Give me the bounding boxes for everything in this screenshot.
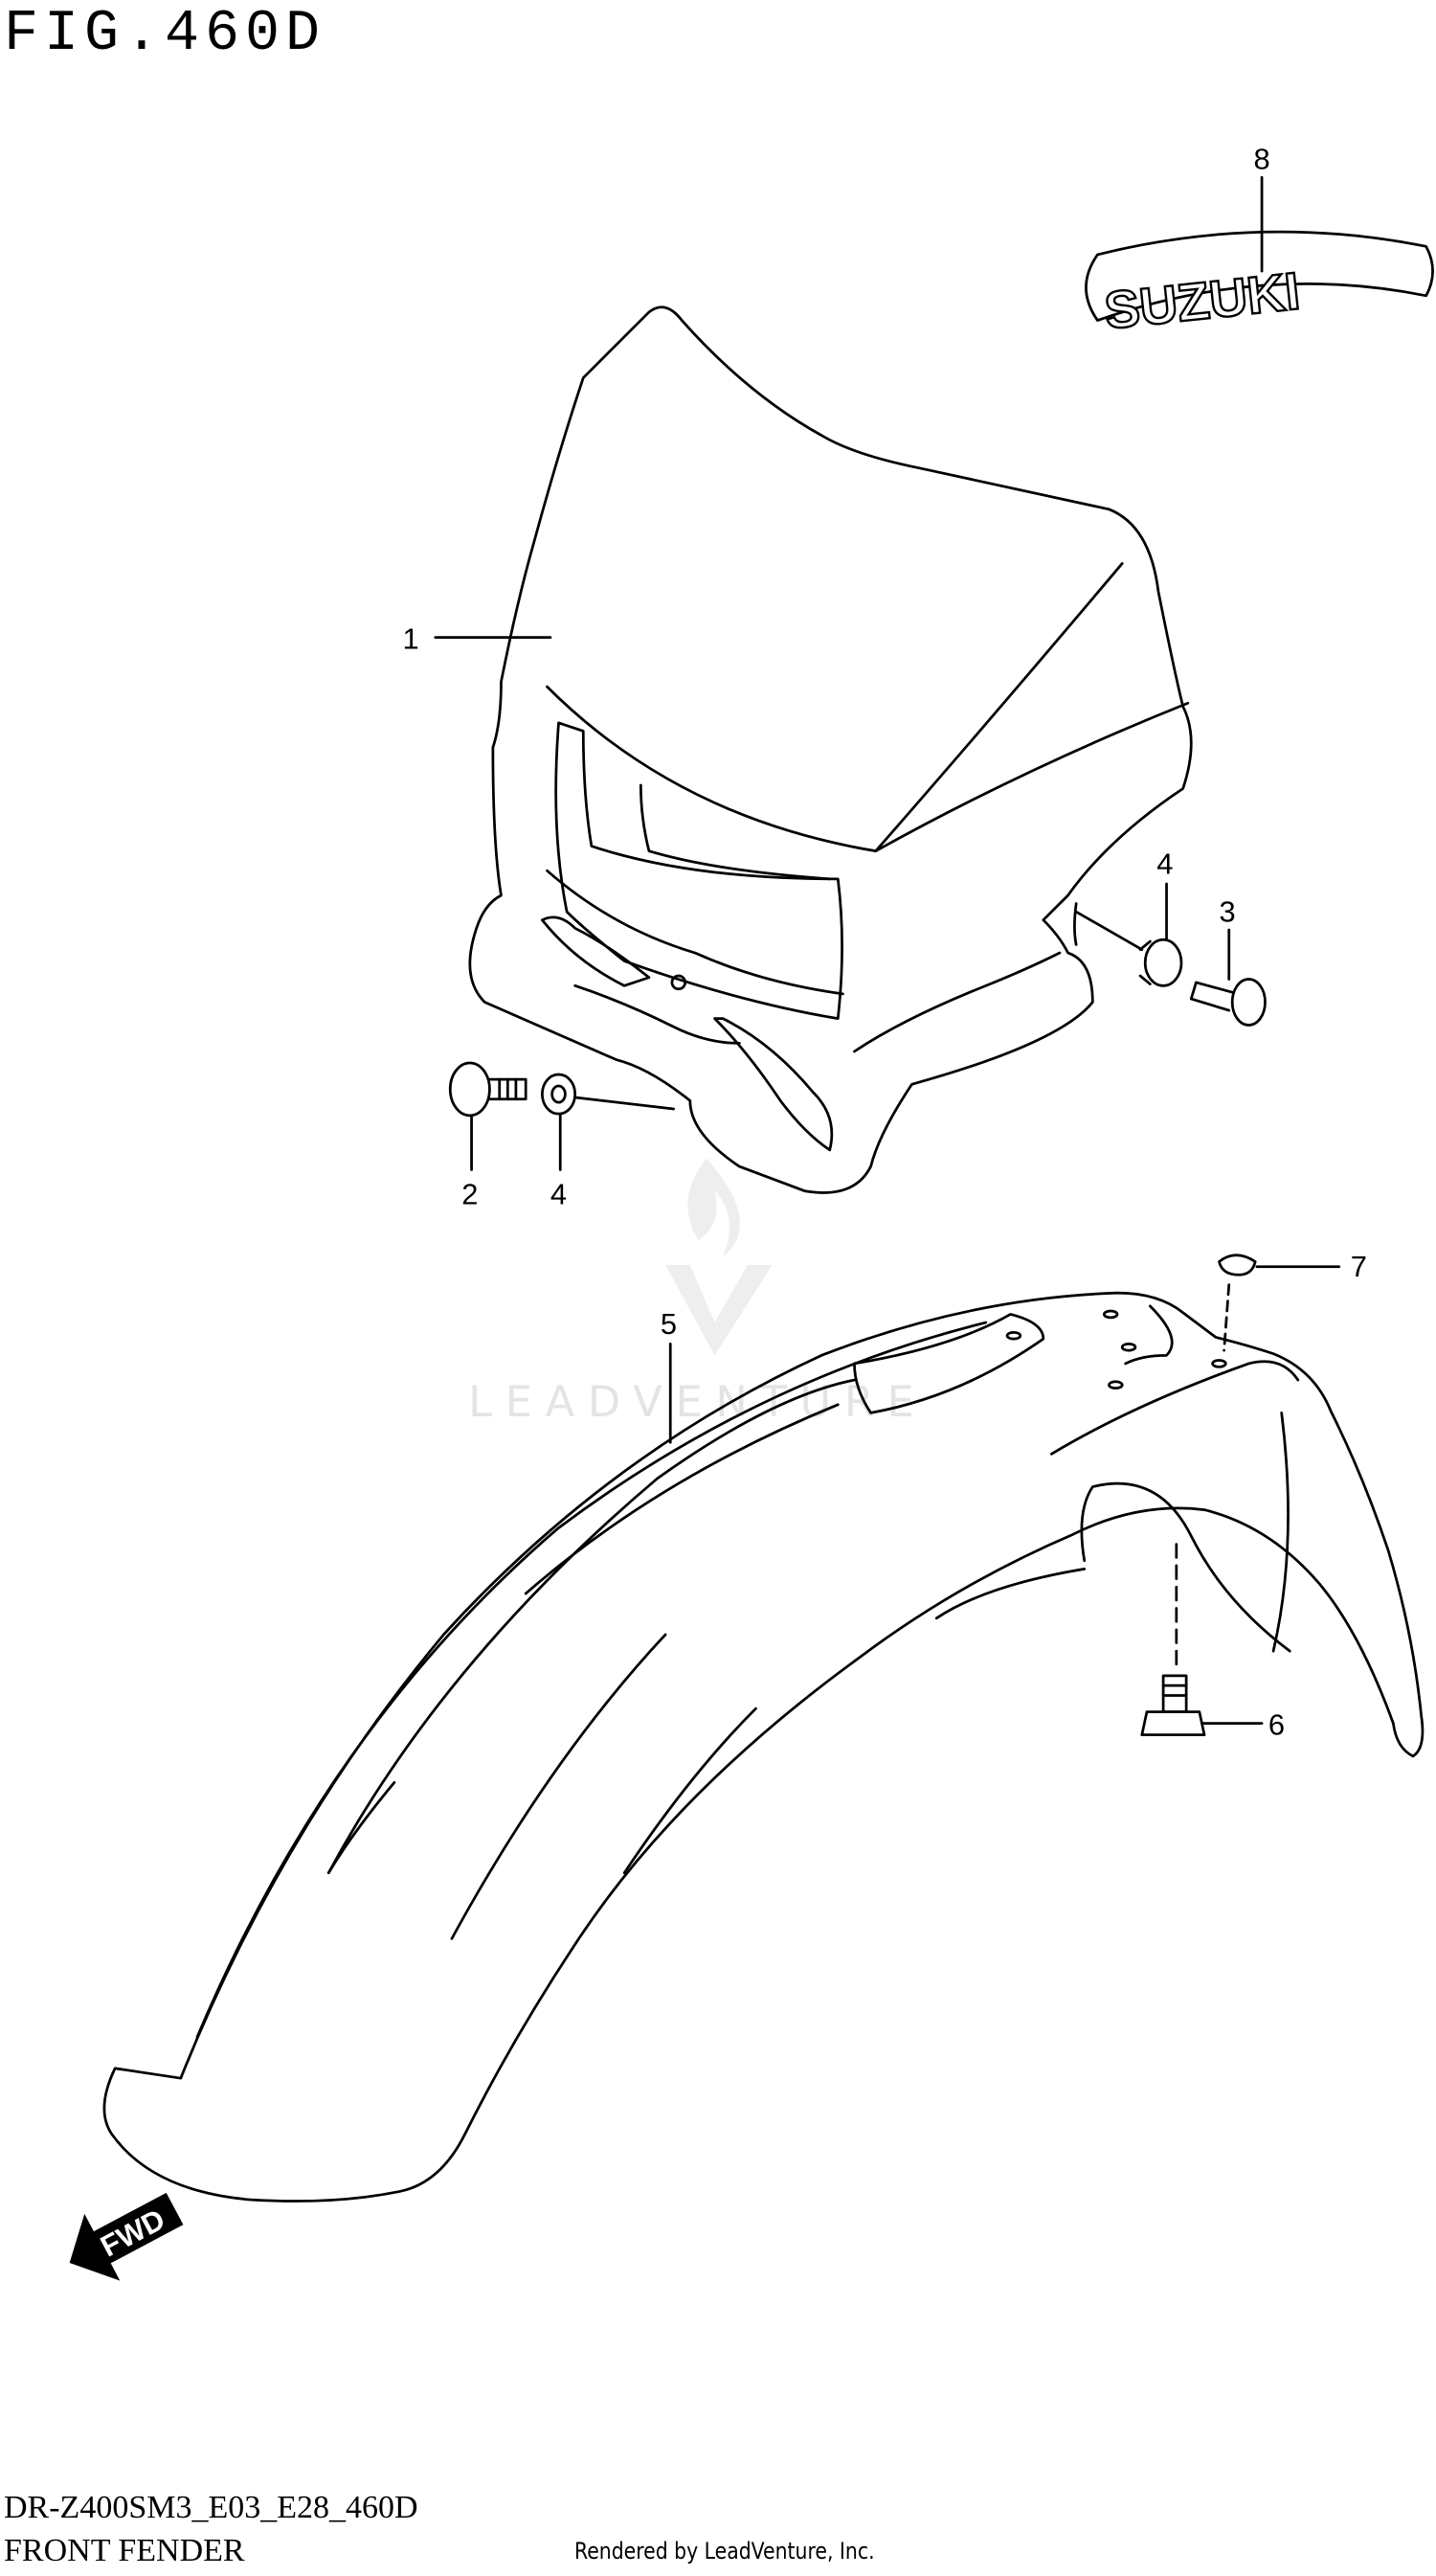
callout-6: 6 bbox=[1268, 1708, 1285, 1742]
emblem-text: SUZUKI bbox=[1102, 260, 1303, 340]
screw-left[interactable] bbox=[448, 1061, 527, 1118]
headlight-cover[interactable] bbox=[468, 305, 1193, 1194]
suzuki-emblem[interactable]: SUZUKI bbox=[1085, 230, 1434, 342]
watermark-logo: LEADVENTURE bbox=[468, 1158, 927, 1427]
screw-right[interactable] bbox=[1189, 978, 1267, 1027]
callout-4-right: 4 bbox=[1156, 847, 1173, 881]
nut-left[interactable] bbox=[540, 1073, 577, 1116]
render-credit: Rendered by LeadVenture, Inc. bbox=[574, 2538, 875, 2565]
callout-2: 2 bbox=[461, 1178, 478, 1211]
diagram-code: DR-Z400SM3_E03_E28_460D bbox=[4, 2490, 418, 2525]
section-name: FRONT FENDER bbox=[4, 2533, 245, 2568]
callout-8: 8 bbox=[1253, 143, 1269, 176]
figure-title: FIG.460D bbox=[4, 2, 326, 67]
callout-5: 5 bbox=[661, 1307, 677, 1341]
callout-4-left: 4 bbox=[550, 1178, 567, 1211]
callout-1: 1 bbox=[402, 622, 418, 656]
forward-arrow-icon: FWD bbox=[69, 2192, 184, 2281]
front-fender[interactable] bbox=[102, 1291, 1425, 2203]
watermark-text: LEADVENTURE bbox=[468, 1377, 927, 1427]
nut-top[interactable] bbox=[1218, 1254, 1257, 1277]
bolt[interactable] bbox=[1140, 1674, 1206, 1737]
callout-3: 3 bbox=[1219, 894, 1235, 928]
nut-right[interactable] bbox=[1138, 938, 1183, 987]
callout-7: 7 bbox=[1351, 1250, 1367, 1283]
